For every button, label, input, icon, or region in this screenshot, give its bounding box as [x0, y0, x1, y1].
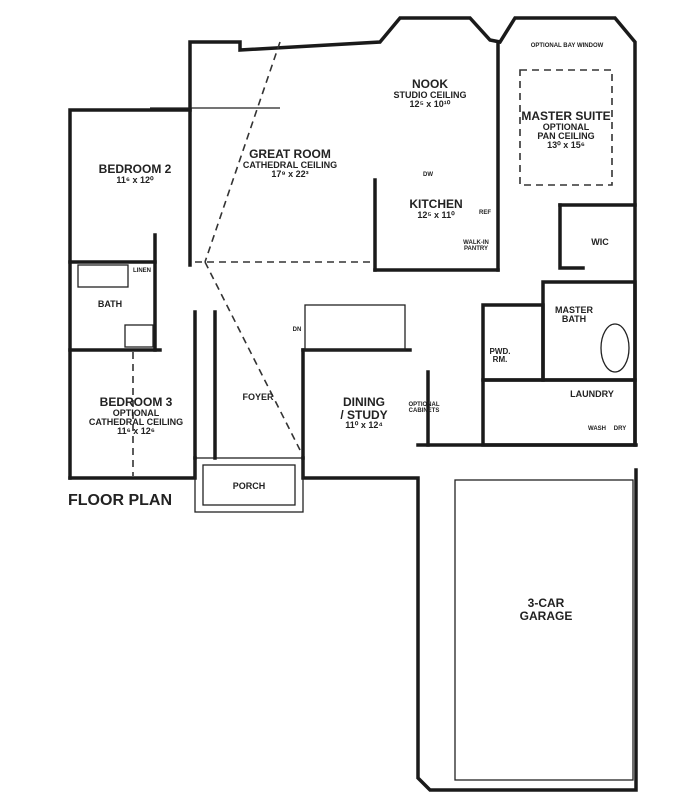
powder-room-line: RM. [492, 355, 508, 365]
washer-label: WASH [588, 426, 606, 432]
room-note: PAN CEILING [537, 131, 595, 142]
room-dining-study: DINING / STUDY 11⁰ x 12⁴ [340, 396, 387, 431]
room-size: 11⁶ x 12⁶ [117, 426, 155, 437]
interior-walls [68, 40, 638, 781]
room-master-suite: MASTER SUITE OPTIONAL PAN CEILING 13⁰ x … [521, 110, 610, 151]
room-kitchen: KITCHEN 12⁵ x 11⁰ [409, 198, 462, 220]
room-name: / STUDY [340, 407, 388, 422]
room-size: 17⁹ x 22³ [271, 169, 309, 180]
room-size: 12⁵ x 10¹⁰ [409, 99, 451, 110]
room-size: 12⁵ x 11⁰ [417, 209, 455, 220]
room-size: 13⁰ x 15⁶ [547, 140, 585, 151]
optional-cabinets-label: OPTIONAL CABINETS [409, 402, 440, 415]
room-size: 11⁰ x 12⁴ [345, 420, 383, 431]
exterior-walls [68, 16, 638, 792]
room-note: OPTIONAL [112, 407, 160, 418]
room-great-room: GREAT ROOM CATHEDRAL CEILING 17⁹ x 22³ [243, 148, 337, 179]
porch-label: PORCH [232, 481, 266, 491]
room-nook: NOOK STUDIO CEILING 12⁵ x 10¹⁰ [393, 78, 466, 109]
bay-window-label: OPTIONAL BAY WINDOW [530, 43, 604, 49]
master-bath-line: BATH [561, 314, 587, 325]
pantry-line: PANTRY [463, 246, 488, 253]
ceiling-lines [132, 41, 613, 476]
room-bedroom-3: BEDROOM 3 OPTIONAL CATHEDRAL CEILING 11⁶… [89, 396, 183, 437]
room-name: DINING [343, 395, 385, 409]
garage-line: 3-CAR [527, 596, 565, 610]
laundry-label: LAUNDRY [570, 389, 614, 399]
stair-down-label: DN [292, 327, 302, 333]
powder-room-label: PWD. RM. [489, 347, 511, 365]
room-name: BEDROOM 2 [98, 162, 172, 176]
powder-room-line: PWD. [489, 347, 511, 356]
room-name: MASTER SUITE [521, 109, 611, 123]
bath-label: BATH [97, 299, 123, 309]
dryer-label: DRY [613, 426, 627, 432]
room-note: OPTIONAL [542, 121, 590, 132]
foyer-label: FOYER [242, 392, 274, 402]
garage-line: GARAGE [519, 608, 573, 623]
room-note: CATHEDRAL CEILING [88, 417, 184, 428]
room-name: NOOK [411, 77, 448, 91]
room-bedroom-2: BEDROOM 2 11⁶ x 12⁰ [99, 163, 172, 185]
linen-label: LINEN [133, 268, 151, 274]
room-garage: 3-CAR GARAGE [520, 597, 573, 622]
pantry-label: WALK-IN PANTRY [463, 240, 489, 253]
refrigerator-label: REF [479, 210, 491, 216]
master-bath-line: MASTER [555, 305, 593, 315]
room-name: KITCHEN [409, 197, 463, 211]
dishwasher-label: DW [423, 172, 433, 178]
room-note: STUDIO CEILING [393, 89, 467, 100]
floor-plan-title: FLOOR PLAN [68, 492, 172, 509]
room-note: CATHEDRAL CEILING [242, 159, 338, 170]
room-name: GREAT ROOM [249, 147, 331, 161]
wic-label: WIC [591, 237, 609, 247]
pantry-line: WALK-IN [463, 240, 489, 246]
master-bath-label: MASTER BATH [555, 305, 593, 325]
cabinets-line: CABINETS [408, 408, 440, 415]
cabinets-line: OPTIONAL [408, 402, 440, 408]
room-name: BEDROOM 3 [99, 395, 173, 409]
room-size: 11⁶ x 12⁰ [116, 174, 154, 185]
